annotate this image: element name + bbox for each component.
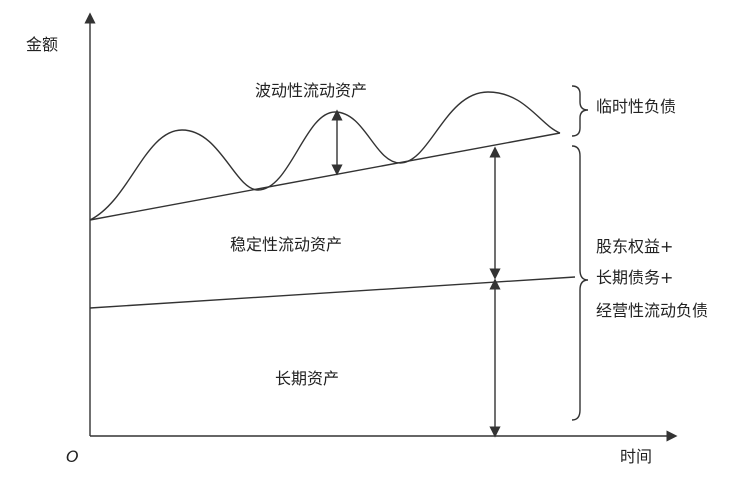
long-term-asset-line (89, 276, 576, 309)
temporary-liability-label: 临时性负债 (596, 97, 676, 116)
y-axis-label: 金额 (26, 35, 58, 54)
x-axis-label: 时间 (620, 447, 652, 466)
long-term-asset-label: 长期资产 (275, 369, 339, 388)
stable-current-asset-line (89, 132, 561, 221)
permanent-financing-line-2: 长期债务+ (596, 268, 673, 287)
fluctuating-asset-label: 波动性流动资产 (255, 81, 367, 100)
permanent-financing-line-3: 经营性流动负债 (596, 301, 708, 320)
stable-asset-label: 稳定性流动资产 (230, 235, 342, 254)
permanent-financing-line-1: 股东权益+ (596, 237, 673, 256)
temporary-brace (571, 85, 589, 137)
origin-label: O (66, 447, 79, 466)
permanent-brace (571, 145, 589, 421)
fluctuating-asset-curve (89, 91, 561, 221)
